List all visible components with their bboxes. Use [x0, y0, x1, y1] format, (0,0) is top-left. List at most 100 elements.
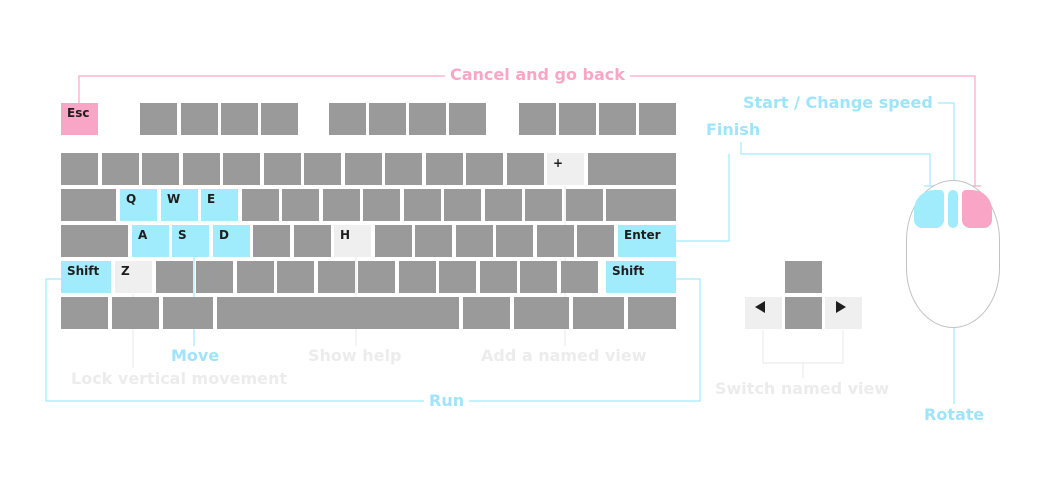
label-move: Move	[166, 347, 225, 365]
key-p	[485, 189, 522, 221]
key-hash	[577, 225, 614, 257]
label-lock-vertical: Lock vertical movement	[66, 370, 293, 388]
key-f8	[449, 103, 486, 135]
key-semicolon	[496, 225, 533, 257]
key-f	[253, 225, 290, 257]
connector-switch-view	[762, 330, 844, 364]
key-7	[345, 153, 382, 185]
right-mouse-button	[962, 190, 992, 228]
key-l	[456, 225, 493, 257]
label-run: Run	[424, 392, 470, 410]
left-mouse-button	[914, 190, 944, 228]
key-z: Z	[115, 261, 152, 293]
key-r	[242, 189, 279, 221]
key-f6	[369, 103, 406, 135]
key-win	[112, 297, 159, 329]
key-f5	[329, 103, 366, 135]
label-cancel: Cancel and go back	[445, 66, 630, 84]
key-enter-label: Enter	[624, 228, 661, 242]
key-bracket-left	[525, 189, 562, 221]
key-k	[415, 225, 452, 257]
key-h-label: H	[340, 228, 351, 242]
key-minus	[507, 153, 544, 185]
key-d: D	[213, 225, 250, 257]
key-e-label: E	[207, 192, 216, 206]
key-backspace	[588, 153, 676, 185]
key-ctrl-left	[61, 297, 108, 329]
key-extra-1	[520, 261, 557, 293]
label-switch-view: Switch named view	[710, 380, 895, 398]
key-capslock	[61, 225, 128, 257]
key-w: W	[161, 189, 198, 221]
key-arrow-down	[785, 297, 822, 329]
key-backtick	[61, 153, 98, 185]
key-shift-left-label: Shift	[67, 264, 100, 278]
key-comma	[399, 261, 436, 293]
key-0	[466, 153, 503, 185]
arrow-left-icon	[755, 301, 765, 313]
key-plus-label: +	[553, 156, 564, 170]
key-i	[404, 189, 441, 221]
key-shift-right: Shift	[606, 261, 676, 293]
key-quote	[537, 225, 574, 257]
key-q: Q	[120, 189, 157, 221]
mouse-wheel	[948, 190, 958, 228]
key-9	[426, 153, 463, 185]
key-arrow-right	[825, 297, 862, 329]
key-fn	[514, 297, 569, 329]
key-u	[363, 189, 400, 221]
label-finish: Finish	[701, 121, 766, 139]
key-c	[196, 261, 233, 293]
key-space	[217, 297, 459, 329]
key-2	[142, 153, 179, 185]
key-extra-2	[561, 261, 598, 293]
key-h: H	[334, 225, 371, 257]
key-6	[304, 153, 341, 185]
key-esc-label: Esc	[67, 106, 90, 120]
key-s: S	[172, 225, 209, 257]
key-d-label: D	[219, 228, 229, 242]
key-e: E	[201, 189, 238, 221]
key-f7	[409, 103, 446, 135]
key-f9	[519, 103, 556, 135]
key-v	[237, 261, 274, 293]
key-shift-left: Shift	[61, 261, 111, 293]
label-rotate: Rotate	[919, 406, 990, 424]
key-esc: Esc	[61, 103, 98, 135]
key-o	[444, 189, 481, 221]
key-tab	[61, 189, 116, 221]
arrow-right-icon	[836, 301, 846, 313]
label-start-speed: Start / Change speed	[738, 94, 938, 112]
key-f1	[140, 103, 177, 135]
key-3	[183, 153, 220, 185]
key-q-label: Q	[126, 192, 137, 206]
key-1	[102, 153, 139, 185]
key-m	[358, 261, 395, 293]
key-f10	[559, 103, 596, 135]
connector-finish	[740, 142, 931, 186]
key-g	[294, 225, 331, 257]
key-bracket-right	[566, 189, 603, 221]
key-5	[264, 153, 301, 185]
key-f2	[181, 103, 218, 135]
key-a-label: A	[138, 228, 148, 242]
connector-enter	[676, 154, 730, 242]
key-enter: Enter	[618, 225, 676, 257]
connector-run	[45, 278, 701, 402]
key-arrow-left	[745, 297, 782, 329]
key-menu	[573, 297, 624, 329]
label-show-help: Show help	[303, 347, 407, 365]
key-s-label: S	[178, 228, 187, 242]
key-backslash	[606, 189, 676, 221]
key-shift-right-label: Shift	[612, 264, 645, 278]
key-plus: +	[547, 153, 584, 185]
key-f11	[599, 103, 636, 135]
key-w-label: W	[167, 192, 181, 206]
key-n	[318, 261, 355, 293]
key-f4	[261, 103, 298, 135]
key-x	[156, 261, 193, 293]
key-4	[223, 153, 260, 185]
key-z-label: Z	[121, 264, 130, 278]
label-add-view: Add a named view	[476, 347, 652, 365]
